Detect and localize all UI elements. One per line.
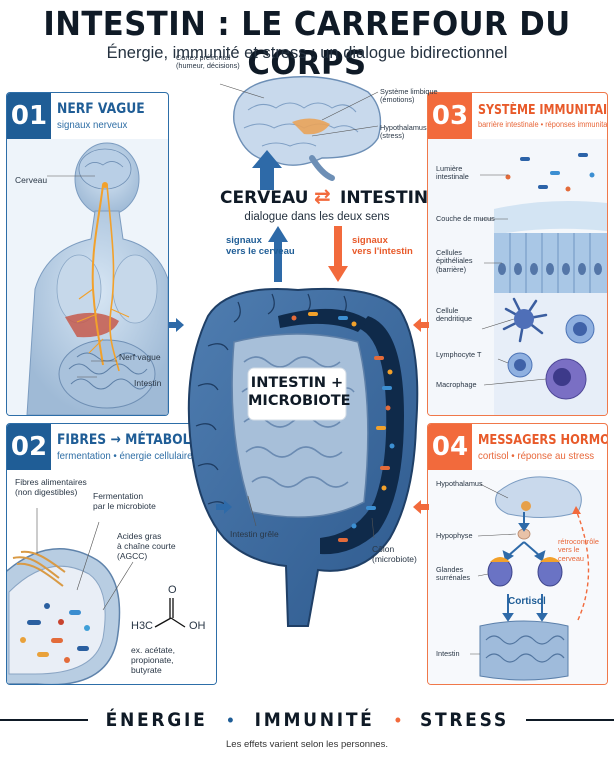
footer-note: Les effets varient selon les personnes. — [226, 739, 388, 750]
panel-number: 04 — [428, 424, 472, 470]
label-small-intestine: Intestin grêle — [230, 529, 279, 539]
label-adrenal-glands: Glandes surrénales — [436, 565, 471, 583]
signal-down-arrow — [328, 226, 348, 282]
keyword-energy: ÉNERGIE — [105, 709, 208, 731]
panel-vagus-nerve: 01 NERF VAGUE signaux nerveux — [6, 92, 169, 416]
body-illustration — [7, 139, 168, 415]
label-dendritic: Cellule dendritique — [436, 306, 473, 324]
label-brain: Cerveau — [15, 175, 48, 185]
panel-title: MESSAGERS HORMONAUX — [478, 432, 607, 448]
divider — [525, 719, 614, 721]
label-hypothalamus-brain: Hypothalamus (stress) — [380, 123, 427, 141]
label-intestine: Intestin — [436, 649, 460, 658]
lumen-microbes — [505, 153, 595, 192]
label-fermentation: Fermentation par le microbiote — [93, 491, 156, 511]
connector-arrow-p4 — [413, 500, 429, 514]
panel-number: 02 — [7, 424, 51, 470]
label-macrophage: Macrophage — [436, 380, 477, 389]
panel-title: FIBRES → MÉTABOLITES — [57, 432, 217, 448]
keyword-immunity: IMMUNITÉ — [254, 709, 375, 731]
panel-header: 04 MESSAGERS HORMONAUX cortisol • répons… — [428, 424, 607, 470]
signal-up-arrow — [268, 226, 288, 282]
panel-subtitle: barrière intestinale • réponses immunita… — [478, 120, 608, 129]
label-agcc: Acides gras à chaîne courte (AGCC) — [117, 531, 176, 561]
formula-oxygen: O — [168, 584, 177, 596]
page-title: INTESTIN : LE CARREFOUR DU CORPS — [43, 4, 571, 82]
label-signals-down: signaux vers l'intestin — [352, 235, 413, 257]
label-prefrontal-cortex: Cortex préfrontal (humeur, décisions) — [176, 53, 240, 71]
separator-dot: • — [394, 709, 402, 730]
panel-header: 02 FIBRES → MÉTABOLITES fermentation • é… — [7, 424, 217, 470]
label-cortisol: Cortisol — [508, 596, 546, 607]
panel-subtitle: fermentation • énergie cellulaire — [57, 450, 193, 462]
brain-illustration — [219, 75, 382, 181]
formula-methyl: H3C — [131, 620, 154, 632]
panel-title: SYSTÈME IMMUNITAIRE — [478, 103, 608, 118]
dendritic-cell — [502, 297, 548, 343]
label-colon: Côlon (microbiote) — [372, 544, 417, 564]
label-limbic-system: Système limbique (émotions) — [380, 87, 438, 105]
label-vagus-nerve: Nerf vague — [119, 352, 161, 362]
fermentation-illustration — [7, 470, 216, 684]
acetic-acid-formula — [154, 598, 186, 628]
label-hypophyse: Hypophyse — [436, 531, 473, 540]
hormonal-axis-illustration — [428, 470, 607, 684]
panel-fibres-metabolites: 02 FIBRES → MÉTABOLITES fermentation • é… — [6, 423, 217, 685]
connector-arrow-p1 — [168, 318, 184, 332]
axis-brain-label: CERVEAU — [220, 188, 309, 208]
label-feedback: rétrocontrôle vers le cerveau — [558, 537, 599, 563]
label-fibres: Fibres alimentaires (non digestibles) — [15, 477, 87, 497]
label-epithelial: Cellules épithéliales (barrière) — [436, 248, 473, 274]
label-lumen: Lumière intestinale — [436, 164, 469, 182]
label-signals-up: signaux vers le cerveau — [226, 235, 295, 257]
connector-arrow-p3 — [413, 318, 429, 332]
panel-number: 01 — [7, 93, 51, 139]
axis-caption: dialogue dans les deux sens — [244, 211, 390, 223]
panel-immune-system: 03 SYSTÈME IMMUNITAIRE barrière intestin… — [427, 92, 608, 416]
separator-dot: • — [227, 709, 234, 730]
label-intestine: Intestin — [134, 378, 162, 388]
immune-illustration — [428, 139, 607, 415]
connector-arrow-p2 — [216, 500, 232, 514]
divider — [0, 719, 89, 721]
page-subtitle: Énergie, immunité et stress : un dialogu… — [106, 44, 508, 62]
keyword-stress: STRESS — [420, 709, 509, 731]
label-examples: ex. acétate, propionate, butyrate — [131, 645, 175, 675]
panel-header: 01 NERF VAGUE signaux nerveux — [7, 93, 160, 139]
microbes — [20, 603, 90, 663]
panel-hormonal-messengers: 04 MESSAGERS HORMONAUX cortisol • répons… — [427, 423, 608, 685]
label-mucus: Couche de mucus — [436, 214, 495, 223]
panel-header: 03 SYSTÈME IMMUNITAIRE barrière intestin… — [428, 93, 608, 139]
panel-subtitle: signaux nerveux — [57, 119, 128, 131]
panel-subtitle: cortisol • réponse au stress — [478, 450, 595, 462]
axis-intestine-label: INTESTIN — [340, 188, 429, 208]
panel-title: NERF VAGUE — [57, 101, 145, 117]
center-box-title: INTESTIN + MICROBIOTE — [248, 375, 351, 410]
formula-hydroxyl: OH — [189, 620, 206, 632]
label-lymphocyte: Lymphocyte T — [436, 350, 482, 359]
bidirectional-arrow: ⇄ — [314, 186, 331, 208]
footer-keywords: ÉNERGIE • IMMUNITÉ • STRESS — [0, 702, 614, 738]
intestine-illustration — [187, 287, 419, 627]
panel-number: 03 — [428, 93, 472, 139]
microbiota — [291, 312, 395, 542]
label-hypothalamus: Hypothalamus — [436, 479, 483, 488]
signal-up-arrow-top — [252, 150, 282, 190]
